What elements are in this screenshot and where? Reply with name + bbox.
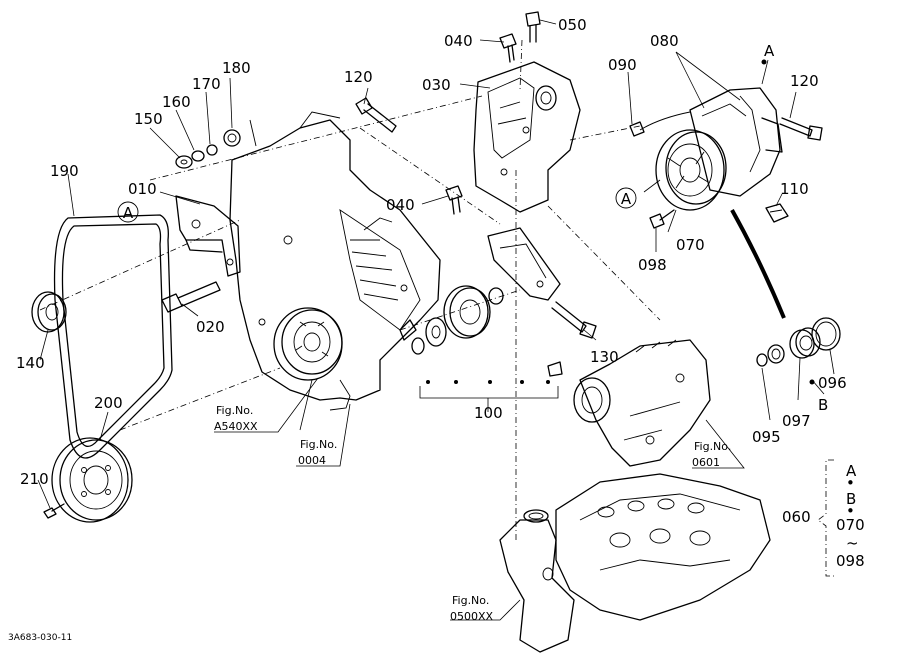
kit-dot-2: • — [846, 502, 855, 520]
label-140: 140 — [16, 354, 45, 372]
svg-text:Fig.No.: Fig.No. — [694, 440, 731, 453]
idler-pulley-140 — [31, 291, 67, 333]
kit-item-098: 098 — [836, 552, 865, 570]
label-100: 100 — [474, 404, 503, 422]
kit-item-070: 070 — [836, 516, 865, 534]
label-097: 097 — [782, 412, 811, 430]
fig-ref-a540xx: Fig.No. A540XX — [214, 404, 258, 433]
center-lines — [39, 39, 661, 540]
label-040-mid: 040 — [386, 196, 415, 214]
label-210: 210 — [20, 470, 49, 488]
bolt-020 — [161, 281, 221, 313]
callout-a-belt: A — [117, 201, 139, 223]
label-020: 020 — [196, 318, 225, 336]
bolt-130 — [551, 301, 597, 339]
label-050: 050 — [558, 16, 587, 34]
label-120-right: 120 — [790, 72, 819, 90]
svg-text:A540XX: A540XX — [214, 420, 258, 433]
belt-190 — [53, 214, 173, 459]
fig-ref-0601: Fig.No. 0601 — [692, 440, 731, 469]
label-150: 150 — [134, 110, 163, 128]
callout-a-left: A — [615, 187, 637, 209]
svg-text:Fig.No.: Fig.No. — [216, 404, 253, 417]
part-labels: 190 010 020 150 160 170 180 140 200 210 … — [16, 16, 847, 488]
kit-item-a: A — [846, 462, 857, 480]
washer-stack-150-180 — [175, 129, 241, 169]
label-098: 098 — [638, 256, 667, 274]
bolt-050 — [525, 11, 541, 43]
clutch-kit — [756, 317, 841, 367]
label-096: 096 — [818, 374, 847, 392]
label-130: 130 — [590, 348, 619, 366]
bolt-098-compressor — [649, 209, 675, 229]
bolt-120-left — [355, 97, 397, 133]
bracket-030 — [473, 61, 581, 213]
label-040-top: 040 — [444, 32, 473, 50]
kit-arrow — [730, 209, 786, 319]
svg-text:Fig.No.: Fig.No. — [452, 594, 489, 607]
idler-pulley-100 — [399, 285, 563, 377]
bolt-120-right — [779, 117, 823, 141]
svg-text:Fig.No.: Fig.No. — [300, 438, 337, 451]
label-200: 200 — [94, 394, 123, 412]
gear-case — [229, 111, 441, 411]
svg-text:0500XX: 0500XX — [450, 610, 494, 623]
drawing-code: 3A683-030-11 — [8, 633, 72, 643]
kit-dot-1: • — [846, 474, 855, 492]
label-010: 010 — [128, 180, 157, 198]
svg-text:A: A — [123, 204, 134, 222]
bolt-040-mid — [445, 185, 463, 215]
label-190: 190 — [50, 162, 79, 180]
fig-ref-0004: Fig.No. 0004 — [298, 438, 337, 467]
svg-text:0601: 0601 — [692, 456, 720, 469]
svg-text:A: A — [621, 190, 632, 208]
ac-compressor — [629, 87, 783, 211]
label-080: 080 — [650, 32, 679, 50]
kit-item-b: B — [846, 490, 856, 508]
label-180: 180 — [222, 59, 251, 77]
kit-dots — [426, 59, 815, 385]
label-030: 030 — [422, 76, 451, 94]
label-060: 060 — [782, 508, 811, 526]
label-b-kit: B — [818, 396, 828, 414]
label-160: 160 — [162, 93, 191, 111]
label-095: 095 — [752, 428, 781, 446]
kit-tilde: ~ — [846, 534, 859, 552]
fig-ref-0500xx: Fig.No. 0500XX — [450, 594, 494, 623]
bolt-210 — [43, 503, 65, 519]
label-110: 110 — [780, 180, 809, 198]
label-170: 170 — [192, 75, 221, 93]
svg-text:0004: 0004 — [298, 454, 326, 467]
cylinder-head — [499, 473, 771, 653]
label-120-left: 120 — [344, 68, 373, 86]
kit-bracket-060: 060 A • B • 070 ~ 098 — [782, 459, 865, 577]
label-090: 090 — [608, 56, 637, 74]
clip-110 — [765, 203, 789, 223]
bolt-040-top — [499, 33, 517, 63]
tension-bracket — [487, 227, 561, 301]
crank-pulley-200 — [51, 437, 133, 523]
thermostat-housing — [573, 339, 711, 467]
label-070: 070 — [676, 236, 705, 254]
label-a-top: A — [764, 42, 775, 60]
